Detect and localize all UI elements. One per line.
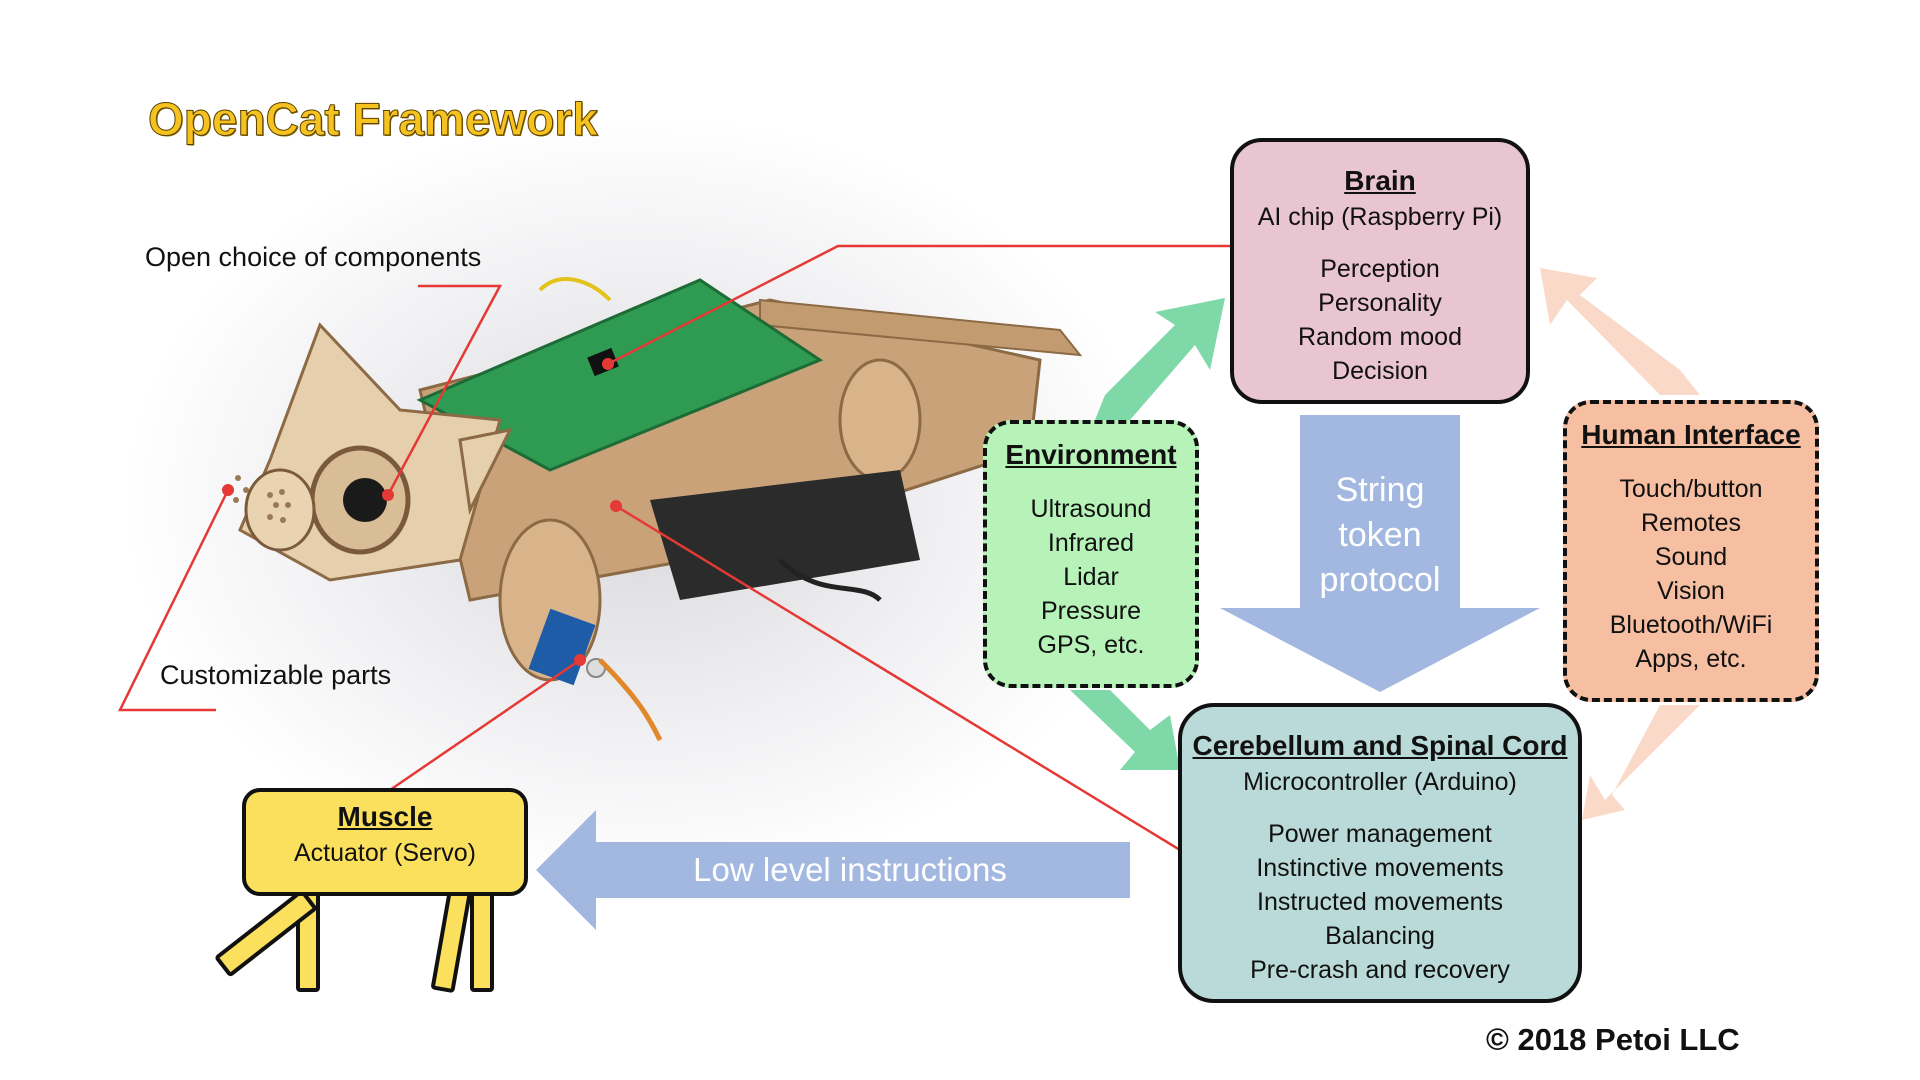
human-interface-item: Apps, etc.: [1635, 645, 1747, 673]
cerebellum-item: Pre-crash and recovery: [1250, 956, 1510, 984]
human-interface-item: Remotes: [1640, 509, 1742, 537]
leader-muscle: [389, 658, 581, 792]
cerebellum-subtitle: Microcontroller (Arduino): [1243, 768, 1517, 796]
brain-title: Brain: [1344, 165, 1416, 196]
muscle-title: Muscle: [337, 801, 433, 832]
cerebellum-item: Balancing: [1325, 922, 1435, 950]
leader-customizable: [117, 489, 230, 712]
environment-title: Environment: [1005, 439, 1177, 470]
copyright-text: © 2018 Petoi LLC: [1486, 1022, 1740, 1057]
muscle-box: Muscle Actuator (Servo): [242, 788, 528, 896]
leader-dots: [222, 358, 622, 666]
low-level-label: Low level instructions: [693, 851, 1007, 888]
open-choice-label: Open choice of components: [145, 242, 482, 272]
human-interface-title: Human Interface: [1581, 419, 1801, 450]
human-interface-item: Sound: [1654, 543, 1728, 571]
string-token-arrow: [1220, 415, 1540, 692]
brain-subtitle: AI chip (Raspberry Pi): [1257, 203, 1503, 231]
human-interface-item: Bluetooth/WiFi: [1609, 611, 1773, 639]
muscle-subtitle: Actuator (Servo): [293, 839, 476, 867]
green-arrow-to-brain: [1095, 298, 1225, 420]
leader-lines: [117, 244, 1232, 852]
peach-arrow-to-brain: [1540, 268, 1700, 395]
peach-arrow-to-cerebellum: [1582, 705, 1700, 820]
low-level-arrow: [536, 810, 1130, 930]
customizable-parts-label: Customizable parts: [160, 660, 392, 690]
string-token-line: protocol: [1319, 561, 1441, 599]
human-interface-item: Vision: [1657, 577, 1725, 605]
string-token-line: token: [1338, 516, 1422, 554]
green-arrow-to-cerebellum: [1070, 690, 1180, 770]
human-interface-box: Human Interface Touch/button Remotes Sou…: [1563, 400, 1819, 702]
environment-item: Infrared: [1047, 529, 1135, 557]
environment-item: GPS, etc.: [1037, 631, 1145, 659]
environment-item: Lidar: [1063, 563, 1119, 591]
cerebellum-title: Cerebellum and Spinal Cord: [1192, 730, 1568, 761]
cerebellum-box: Cerebellum and Spinal Cord Microcontroll…: [1178, 703, 1582, 1003]
environment-item: Pressure: [1040, 597, 1142, 625]
robot-cat-illustration: [233, 277, 1083, 742]
leader-cerebellum: [615, 504, 1181, 852]
brain-item: Perception: [1320, 255, 1440, 283]
environment-box: Environment Ultrasound Infrared Lidar Pr…: [983, 420, 1199, 688]
brain-item: Decision: [1332, 357, 1428, 385]
leader-brain: [607, 244, 1232, 366]
leader-open-choice: [386, 284, 503, 496]
framework-title: OpenCat Framework: [148, 93, 599, 146]
brain-box: Brain AI chip (Raspberry Pi) Perception …: [1230, 138, 1530, 404]
cerebellum-item: Power management: [1268, 820, 1492, 848]
string-token-label: String token protocol: [1300, 468, 1460, 603]
muscle-legs: [215, 878, 494, 993]
human-interface-item: Touch/button: [1619, 475, 1763, 503]
environment-item: Ultrasound: [1030, 495, 1152, 523]
string-token-line: String: [1335, 471, 1425, 509]
cerebellum-item: Instructed movements: [1257, 888, 1503, 916]
cerebellum-item: Instinctive movements: [1256, 854, 1504, 882]
brain-item: Personality: [1318, 289, 1442, 317]
brain-item: Random mood: [1298, 323, 1462, 351]
